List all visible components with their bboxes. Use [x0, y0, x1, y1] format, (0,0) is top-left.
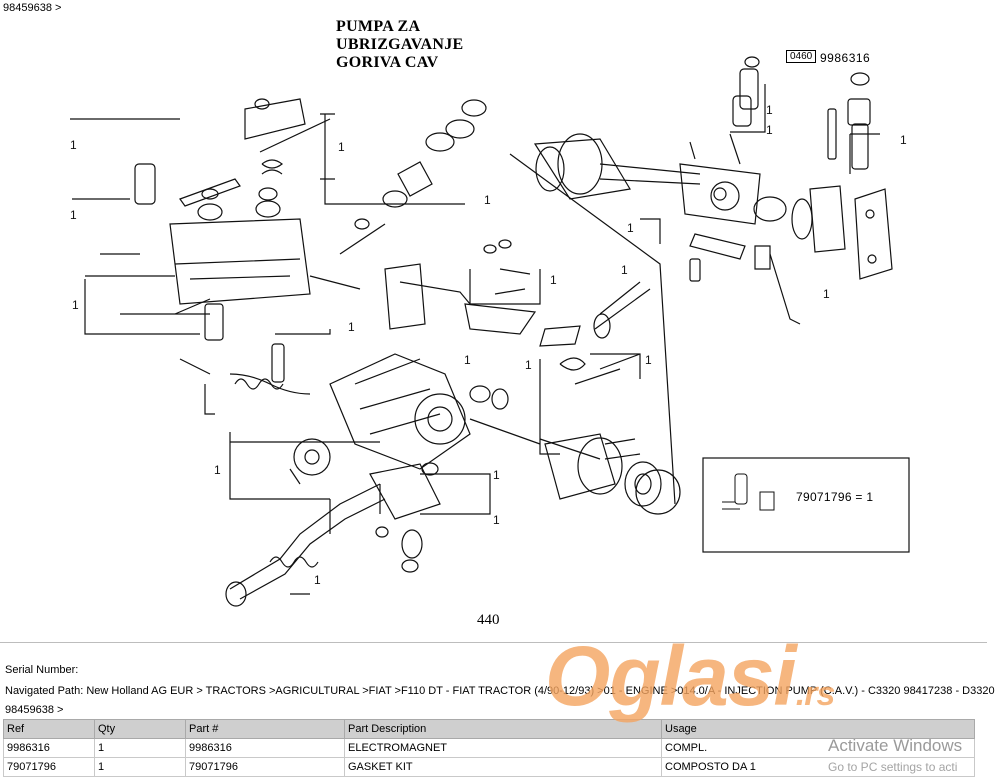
filter-part	[134, 163, 156, 205]
callout-1: 1	[493, 513, 500, 527]
callout-1: 1	[464, 353, 471, 367]
kit-note: 79071796 = 1	[796, 490, 874, 504]
navigated-path-tail[interactable]: 98459638 >	[5, 704, 64, 716]
parts-table: Ref Qty Part # Part Description Usage 99…	[3, 719, 975, 777]
reference-part-number: 9986316	[820, 51, 871, 65]
callout-1: 1	[823, 287, 830, 301]
table-row[interactable]: 9986316 1 9986316 ELECTROMAGNET COMPL.	[3, 738, 975, 758]
cell-part-number[interactable]: 9986316	[185, 738, 345, 758]
header-part-description[interactable]: Part Description	[344, 719, 662, 739]
callout-1: 1	[214, 463, 221, 477]
callout-1: 1	[484, 193, 491, 207]
pump-body-part	[329, 353, 471, 470]
exploded-parts-diagram: 1 1 1 1 1 1 1 1 1 1 1 1 1 1 1 1 1 1 1 1	[70, 56, 910, 607]
callout-1: 1	[525, 358, 532, 372]
rotor-part	[533, 138, 631, 200]
kit-note-box	[702, 457, 910, 553]
cell-ref: 79071796	[3, 757, 95, 777]
cell-description: ELECTROMAGNET	[344, 738, 662, 758]
cell-part-number[interactable]: 79071796	[185, 757, 345, 777]
callout-1: 1	[70, 208, 77, 222]
breadcrumb-top: 98459638 >	[3, 2, 62, 14]
header-qty[interactable]: Qty	[94, 719, 186, 739]
callout-1: 1	[550, 273, 557, 287]
callout-1: 1	[493, 468, 500, 482]
callout-1: 1	[621, 263, 628, 277]
cell-usage: COMPOSTO DA 1	[661, 757, 975, 777]
cell-ref: 9986316	[3, 738, 95, 758]
gasket-part	[854, 188, 893, 280]
table-row[interactable]: 79071796 1 79071796 GASKET KIT COMPOSTO …	[3, 757, 975, 777]
watermark-logo: Oglasi.rs	[545, 629, 835, 723]
advance-housing-part	[369, 463, 441, 520]
cell-qty: 1	[94, 757, 186, 777]
electromagnet-part	[739, 68, 759, 110]
activate-windows-title: Activate Windows	[828, 736, 963, 755]
callout-1: 1	[338, 140, 345, 154]
table-header-row: Ref Qty Part # Part Description Usage	[3, 719, 975, 739]
navigated-path[interactable]: Navigated Path: New Holland AG EUR > TRA…	[5, 685, 995, 697]
callout-1: 1	[70, 138, 77, 152]
activate-windows-subtitle[interactable]: Go to PC settings to acti	[828, 760, 958, 774]
reference-code-box: 0460	[786, 50, 817, 63]
callout-1: 1	[314, 573, 321, 587]
callout-1: 1	[766, 103, 773, 117]
serial-number-label: Serial Number:	[5, 664, 79, 676]
header-ref[interactable]: Ref	[3, 719, 95, 739]
callout-1: 1	[72, 298, 79, 312]
callout-1: 1	[900, 133, 907, 147]
header-part-number[interactable]: Part #	[185, 719, 345, 739]
diagram-title: PUMPA ZA UBRIZGAVANJE GORIVA CAV	[336, 18, 464, 71]
callout-1: 1	[348, 320, 355, 334]
callout-1: 1	[627, 221, 634, 235]
callout-1: 1	[645, 353, 652, 367]
callout-1: 1	[766, 123, 773, 137]
cell-qty: 1	[94, 738, 186, 758]
plunger-part	[397, 161, 433, 197]
cell-description: GASKET KIT	[344, 757, 662, 777]
divider	[0, 642, 987, 643]
page-number: 440	[477, 612, 500, 628]
pump-cover-part	[169, 218, 311, 305]
drive-plate-part	[544, 433, 616, 500]
